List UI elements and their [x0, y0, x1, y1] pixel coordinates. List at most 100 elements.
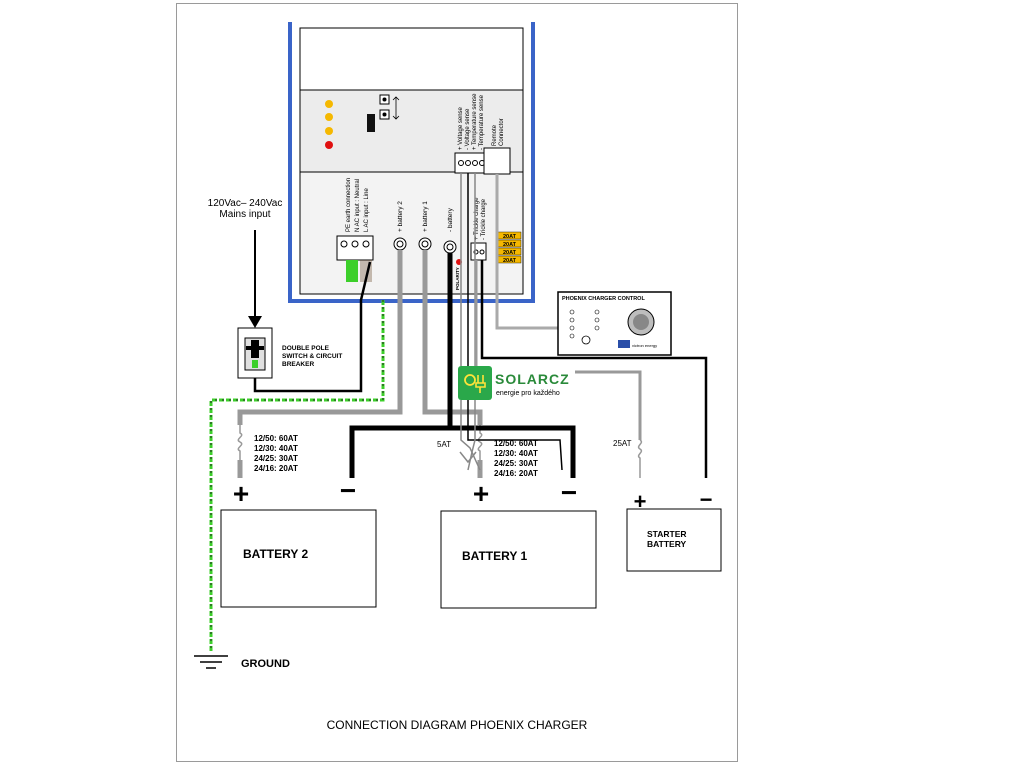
temperature-sensor-icon: [459, 451, 477, 464]
breaker-label-2: SWITCH & CIRCUIT: [282, 353, 342, 360]
fuse-5at-label: 5AT: [437, 440, 451, 449]
battery2-fuse-rating-3: 24/25: 30AT: [254, 454, 298, 463]
voltage-sense-negative-wire: [467, 173, 563, 471]
polarity-label: POLARITY: [455, 267, 460, 290]
starter-battery-box: [626, 508, 722, 572]
ac-screw-pe: [340, 240, 348, 248]
control-panel-brand: victron energy: [632, 343, 657, 348]
status-led-3: [325, 127, 333, 135]
diagram-caption: CONNECTION DIAGRAM PHOENIX CHARGER: [327, 718, 588, 732]
control-led-6: [594, 317, 600, 323]
dip-switch-2-dot: [382, 112, 387, 117]
control-led-7: [594, 325, 600, 331]
solarcz-tagline: energie pro každého: [496, 390, 560, 397]
ground-symbol-icon: [194, 655, 228, 669]
dip-switch-1-dot: [382, 97, 387, 102]
battery1-fuse-rating-2: 12/30: 40AT: [494, 449, 538, 458]
control-led-2: [569, 317, 575, 323]
trickle-negative-wire: [480, 260, 708, 478]
sense-label-3: + Temperature sense: [472, 93, 478, 150]
negative-terminal-inner: [446, 243, 454, 251]
battery1-fuse-icon: [477, 425, 483, 461]
negative-bus: [349, 425, 576, 478]
charger-terminal-area: [299, 171, 524, 295]
breaker-indicator: [252, 360, 258, 368]
breaker-label-1: DOUBLE POLE: [282, 345, 330, 352]
fuse-tag-1: 20AT: [503, 234, 517, 240]
battery2-minus-sign: −: [340, 475, 356, 506]
starter-minus-sign: −: [700, 487, 713, 512]
trickle-label-2: - Trickle charge: [481, 198, 487, 240]
battery2-fuse-icon: [237, 425, 243, 461]
voltage-sense-positive-wire: [460, 173, 481, 471]
control-panel-title: PHOENIX CHARGER CONTROL: [562, 296, 645, 302]
mounting-bracket: [288, 22, 535, 303]
battery2-plus-sign: +: [233, 478, 249, 509]
battery1-terminal-inner: [421, 240, 429, 248]
charger-control-panel: PHOENIX CHARGER CONTROL victron energy: [557, 291, 672, 356]
battery1-terminal-label: + battery 1: [422, 201, 429, 232]
terminal-label-n: N AC input : Neutral: [355, 179, 361, 232]
control-led-5: [594, 309, 600, 315]
charger-unit: 20AT 20AT 20AT 20AT PE earth connection …: [288, 22, 535, 303]
ac-terminal-block: [336, 235, 374, 261]
solarcz-name: SOLARCZ: [495, 371, 570, 387]
earth-wire-core: [210, 300, 384, 652]
battery1-label: BATTERY 1: [462, 549, 527, 563]
breaker-toggle-bar: [246, 346, 264, 350]
battery1-fuse-rating-3: 24/25: 30AT: [494, 459, 538, 468]
sense-pin-3: [472, 160, 478, 166]
fuse-tag-3: 20AT: [503, 250, 517, 256]
solarcz-logo: SOLARCZ energie pro každého: [458, 366, 575, 400]
dip-switch-arrows-icon: [392, 96, 400, 120]
solarcz-plug-icon: [475, 375, 486, 393]
ac-screw-l: [362, 240, 370, 248]
mains-arrow-icon: [248, 316, 262, 328]
negative-terminal-label: - battery: [447, 207, 454, 232]
battery2-box: [220, 509, 377, 608]
remote-cable: [495, 174, 558, 330]
starter-battery-label-1: STARTER: [647, 529, 687, 539]
remote-connector: [483, 147, 511, 175]
mains-label-1: 120Vac– 240Vac: [208, 198, 283, 209]
battery1-fuse-rating-4: 24/16: 20AT: [494, 469, 538, 478]
fuse-tag-4: 20AT: [503, 258, 517, 264]
trickle-pin-2: [479, 249, 485, 255]
battery2-fuse-rating-2: 12/30: 40AT: [254, 444, 298, 453]
battery1-minus-sign: −: [561, 477, 577, 508]
battery2-fuse-rating-4: 24/16: 20AT: [254, 464, 298, 473]
battery1-plus-sign: +: [473, 478, 489, 509]
starter-battery-label-2: BATTERY: [647, 539, 687, 549]
solarcz-sun-icon: [464, 374, 476, 386]
sense-pin-2: [465, 160, 471, 166]
status-led-1: [325, 100, 333, 108]
battery2-positive-wire: [237, 250, 403, 425]
control-main-knob-center: [633, 314, 649, 330]
battery2-terminal-inner: [396, 240, 404, 248]
fuse-tag-2: 20AT: [503, 242, 517, 248]
on-off-switch[interactable]: [367, 114, 375, 132]
breaker-label-3: BREAKER: [282, 361, 314, 368]
control-small-knob-icon[interactable]: [581, 335, 591, 345]
battery2-label: BATTERY 2: [243, 547, 308, 561]
remote-label-1: Remote: [492, 124, 498, 146]
status-led-4: [325, 141, 333, 149]
sense-pin-1: [458, 160, 464, 166]
battery2-fuse-rating-1: 12/50: 60AT: [254, 434, 298, 443]
mains-label-2: Mains input: [219, 209, 270, 220]
battery2-terminal-label: + battery 2: [397, 201, 404, 232]
ground-label: GROUND: [241, 658, 290, 670]
terminal-label-l: L AC input : Line: [364, 188, 370, 232]
ac-line-wire: [253, 261, 372, 393]
starter-plus-sign: +: [634, 489, 647, 514]
remote-label-2: Connector: [499, 118, 505, 146]
sense-label-2: - Voltage sense: [465, 108, 471, 150]
sense-label-1: + Voltage sense: [458, 106, 464, 150]
fuse-25at-label: 25AT: [613, 439, 632, 448]
starter-fuse-icon: [637, 439, 643, 478]
control-led-4: [569, 333, 575, 339]
control-led-3: [569, 325, 575, 331]
status-led-2: [325, 113, 333, 121]
battery1-fuse-rating-1: 12/50: 60AT: [494, 439, 538, 448]
